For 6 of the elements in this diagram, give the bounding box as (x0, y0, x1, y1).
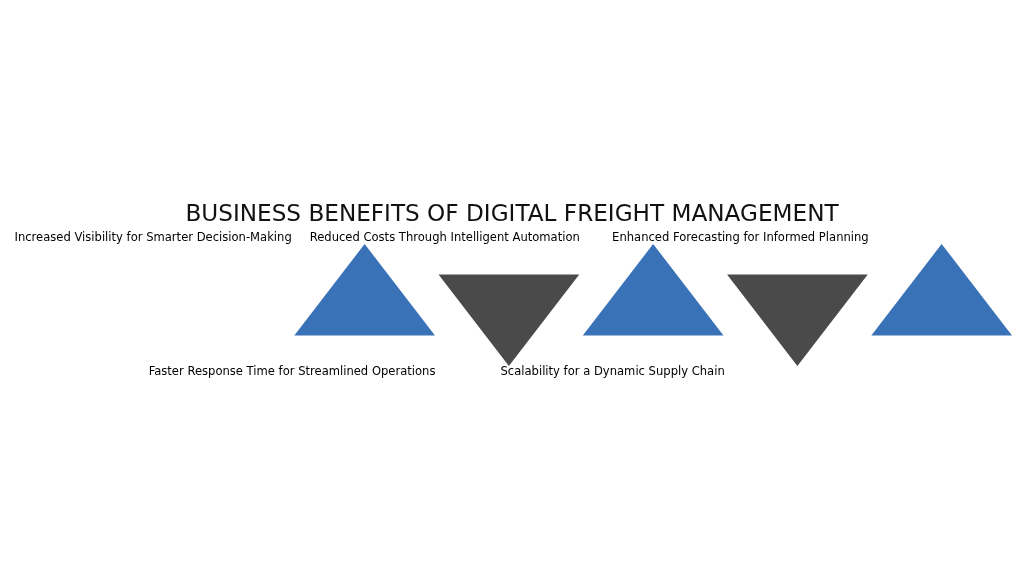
diagram-title: BUSINESS BENEFITS OF DIGITAL FREIGHT MANAGEMENT (185, 199, 839, 226)
node-label: Enhanced Forecasting for Informed Planning (612, 229, 869, 244)
node-label: Reduced Costs Through Intelligent Automation (309, 229, 580, 244)
node-label: Scalability for a Dynamic Supply Chain (500, 363, 725, 378)
node-label: Increased Visibility for Smarter Decision-Making (14, 229, 292, 244)
node-label: Faster Response Time for Streamlined Operations (148, 363, 436, 378)
